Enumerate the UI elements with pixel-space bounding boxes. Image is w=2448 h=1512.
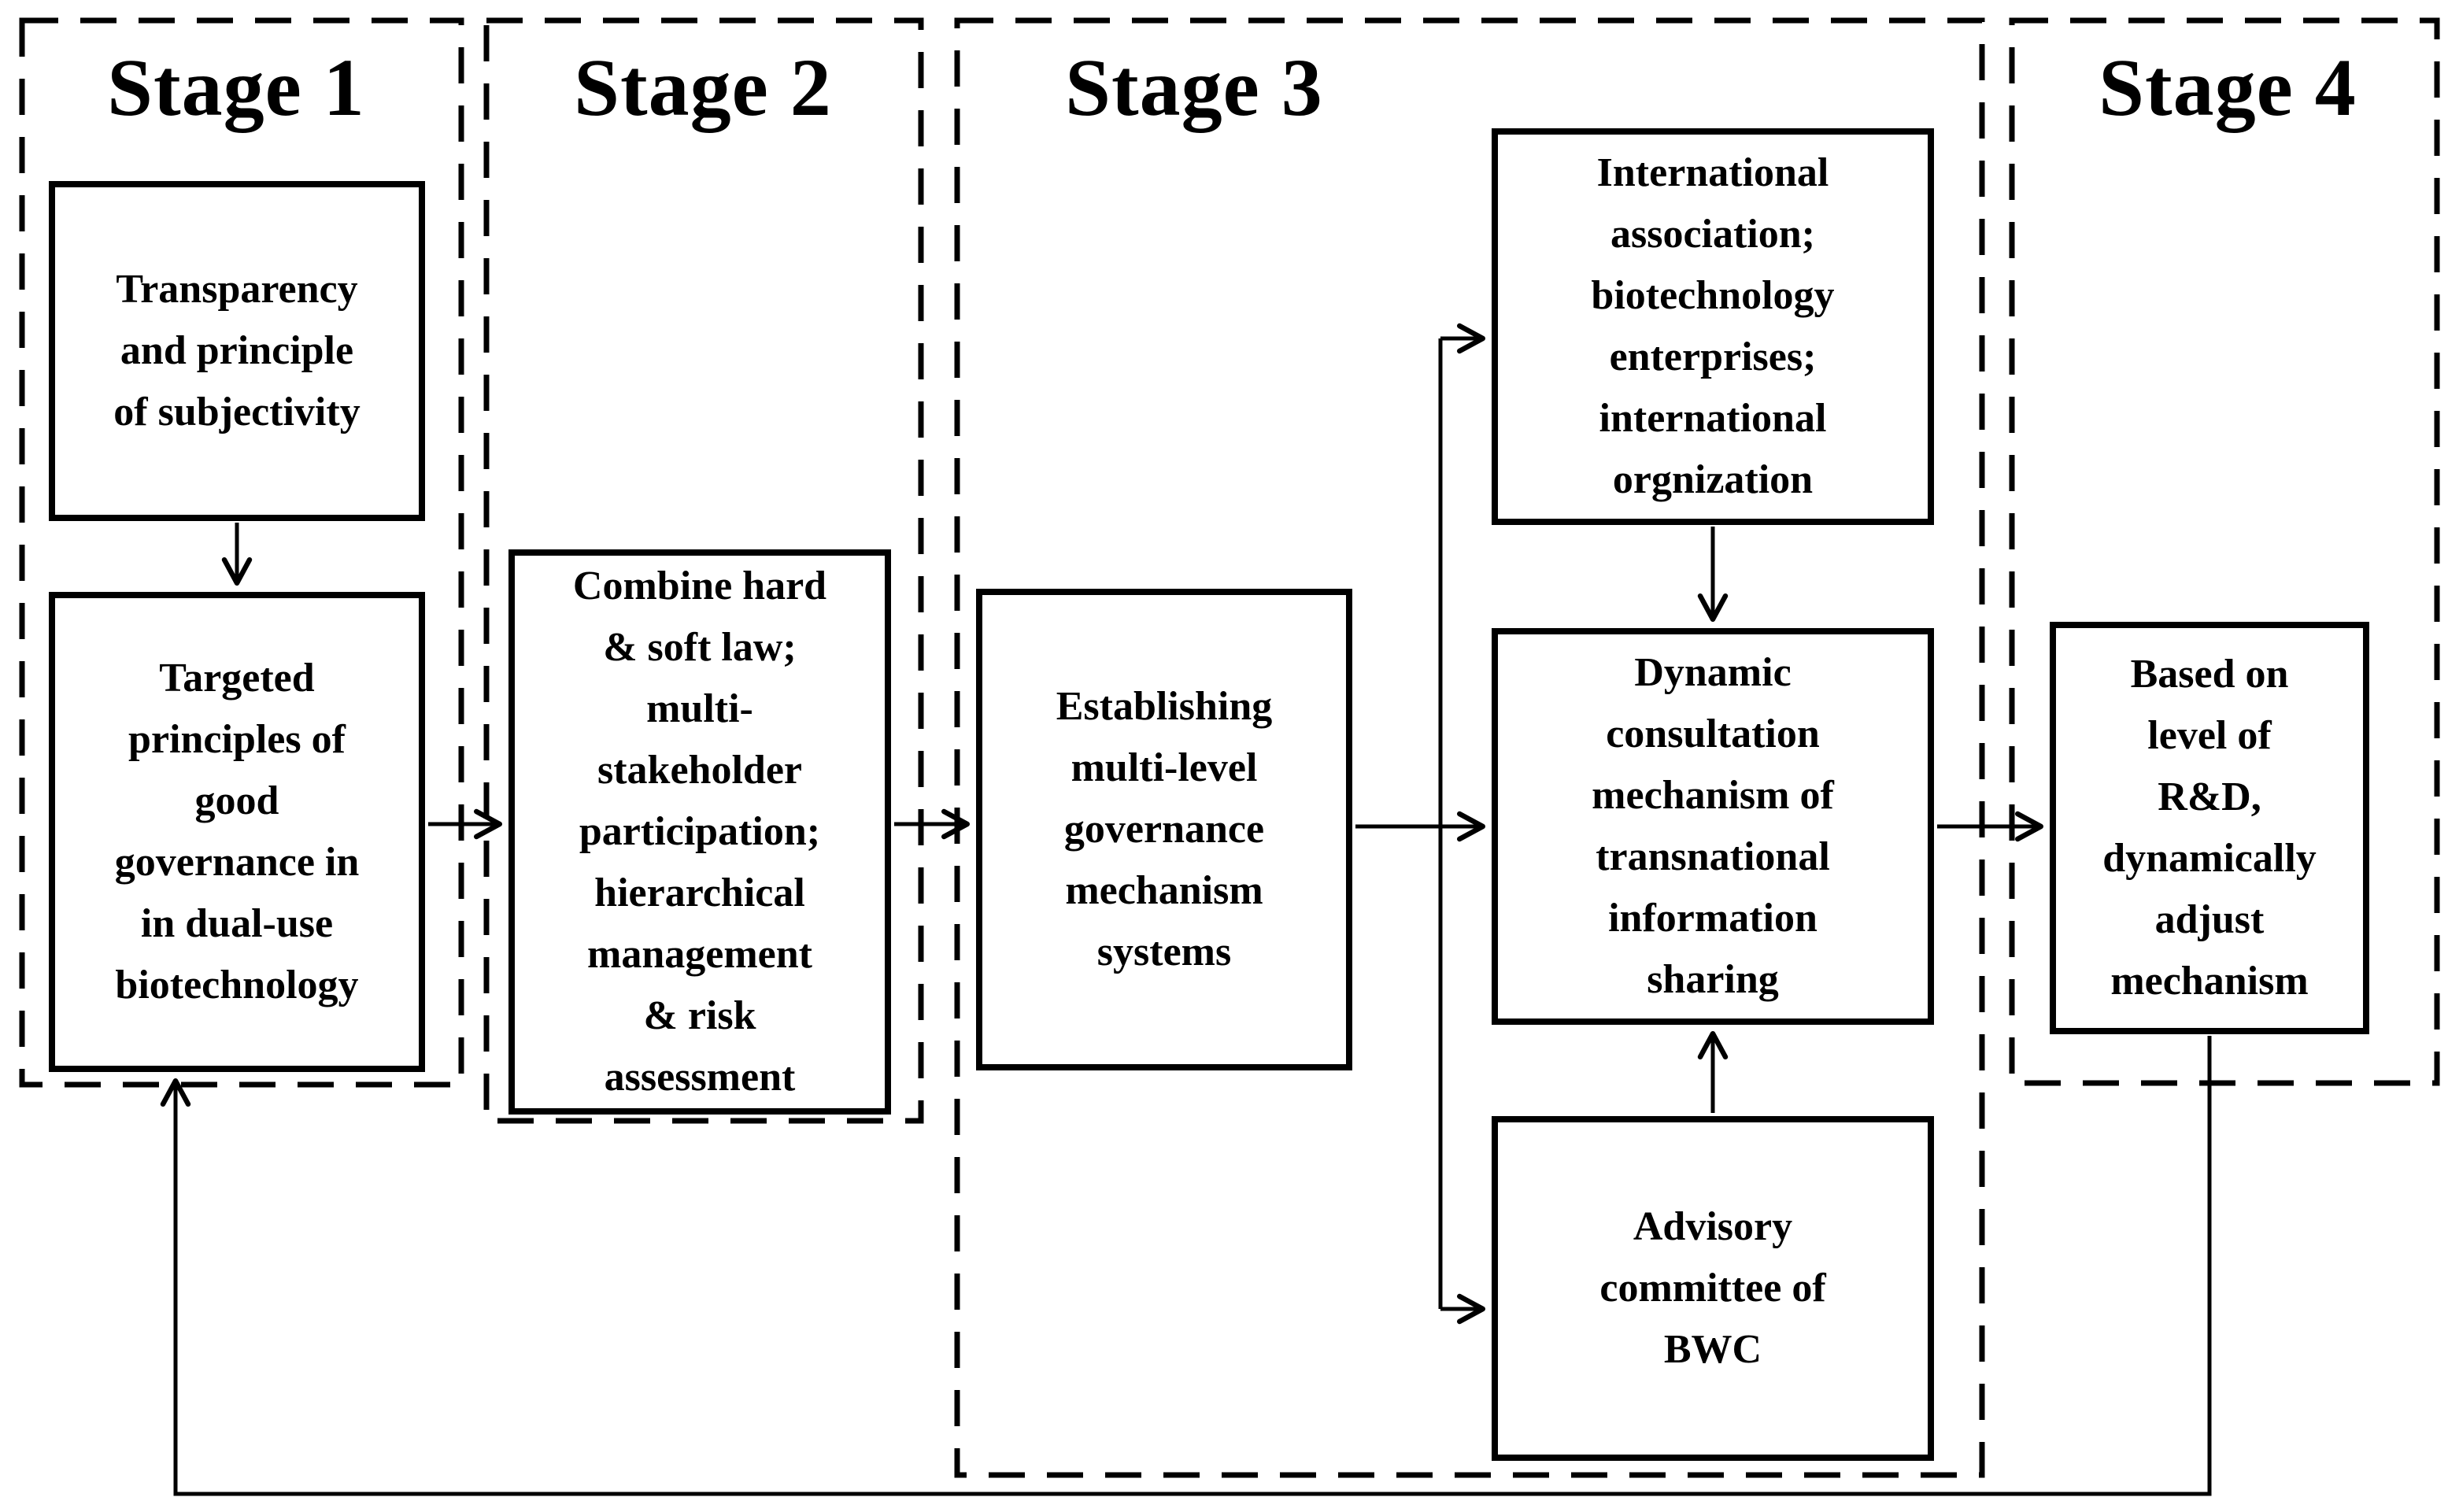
stage1-title: Stage 1 [107, 43, 365, 133]
stage4-container [2009, 17, 2440, 1086]
node-targeted-principles: Targeted principles of good governance i… [49, 592, 425, 1072]
stage4-title: Stage 4 [2099, 43, 2357, 133]
node-based-on-level-rd: Based on level of R&D, dynamically adjus… [2050, 622, 2369, 1034]
node-dynamic-consultation: Dynamic consultation mechanism of transn… [1492, 628, 1934, 1025]
stage3-container [954, 17, 1985, 1478]
node-international-association: International association; biotechnology… [1492, 128, 1934, 525]
stage1-container [19, 17, 464, 1088]
node-transparency-principle: Transparency and principle of subjectivi… [49, 181, 425, 521]
stage2-title: Stage 2 [574, 43, 832, 133]
node-combine-hard-soft-law: Combine hard & soft law; multi- stakehol… [508, 549, 891, 1115]
stage3-title: Stage 3 [1065, 43, 1323, 133]
node-advisory-committee-bwc: Advisory committee of BWC [1492, 1116, 1934, 1461]
stage2-container [483, 17, 924, 1124]
node-establishing-multi-level: Establishing multi-level governance mech… [976, 589, 1352, 1070]
feedback-arrow-based-to-targeted [160, 1036, 2212, 1496]
